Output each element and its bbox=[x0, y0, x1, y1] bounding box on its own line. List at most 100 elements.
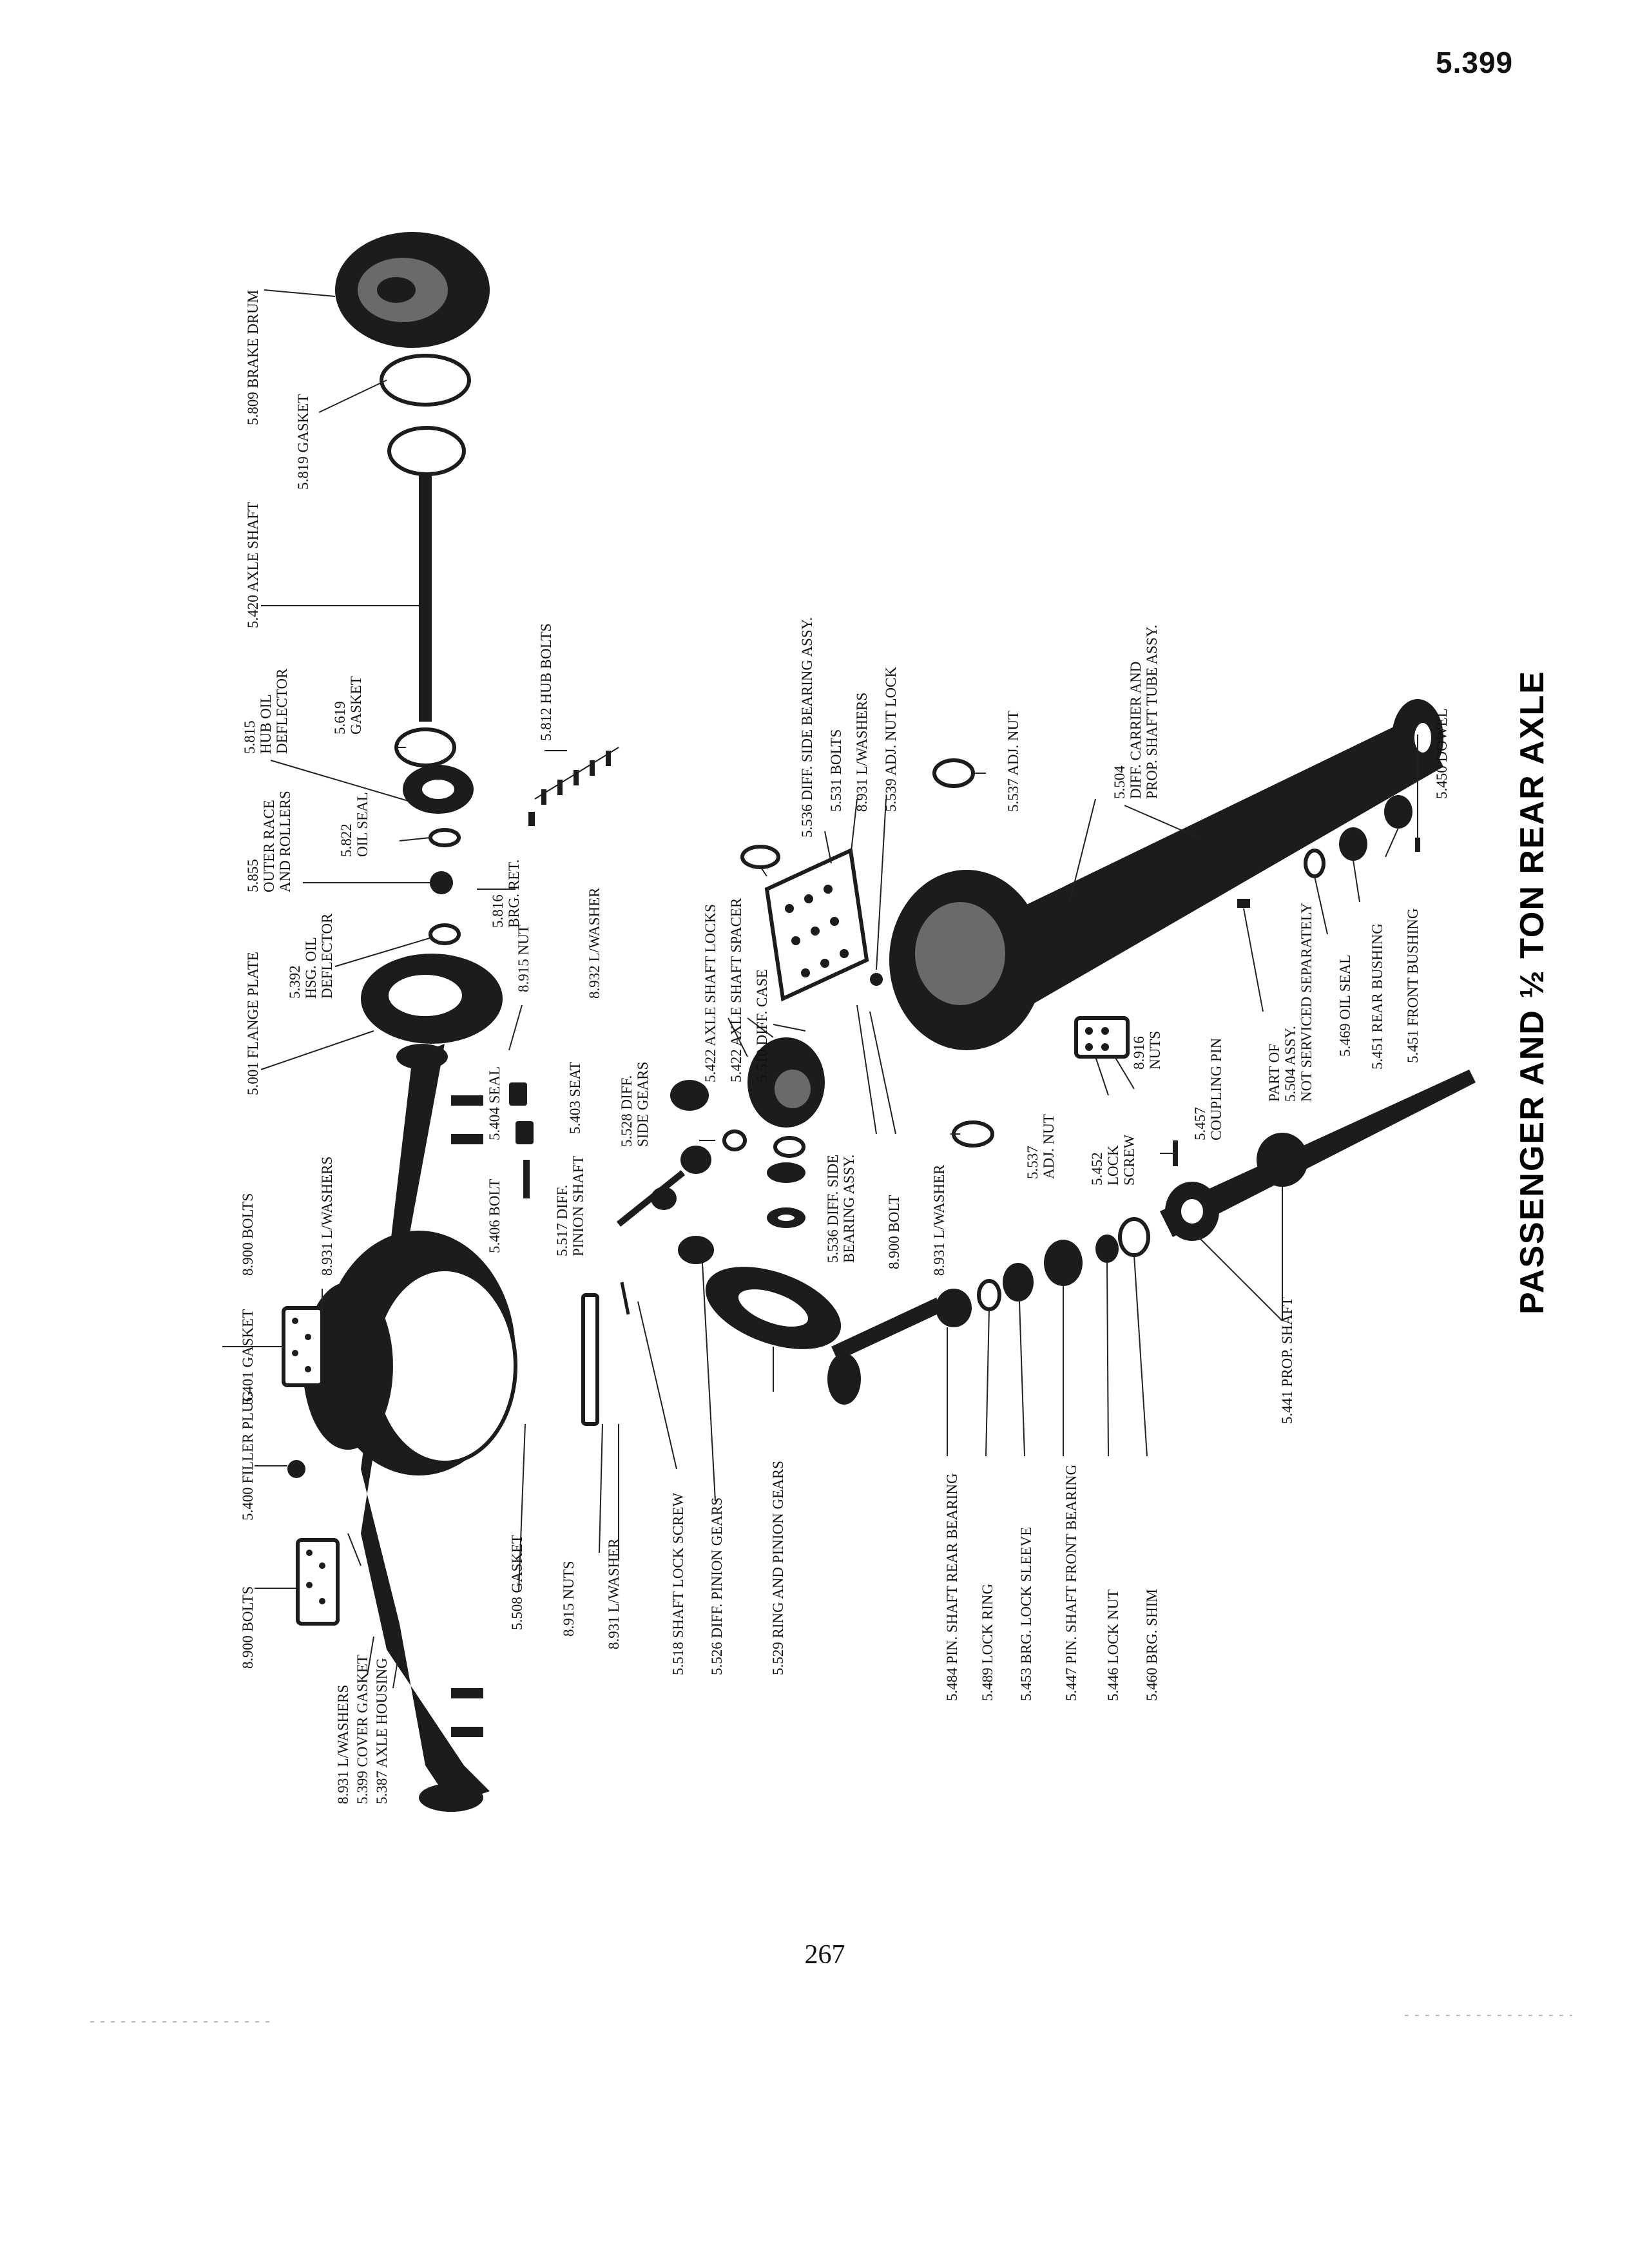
label-5451-rear-bushing: 5.451 REAR BUSHING bbox=[1369, 923, 1385, 1070]
label-5809-brake-drum: 5.809 BRAKE DRUM bbox=[245, 290, 261, 425]
label-5510-diff-case: 5.510 DIFF. CASE bbox=[754, 969, 770, 1082]
front-bushing-part bbox=[1384, 795, 1412, 829]
label-5504-c: PROP. SHAFT TUBE ASSY. bbox=[1144, 625, 1160, 799]
brake-drum-part bbox=[335, 232, 490, 348]
label-5457-a: 5.457 bbox=[1192, 1107, 1208, 1140]
label-8931-lwashers-a: 8.931 L/WASHERS bbox=[319, 1157, 335, 1276]
adj-nut-lock-part bbox=[870, 973, 883, 986]
label-8916-a: 8.916 bbox=[1131, 1036, 1147, 1070]
label-5422-axle-shaft-spacer: 5.422 AXLE SHAFT SPACER bbox=[728, 898, 744, 1082]
part-of-assy-part bbox=[1237, 899, 1250, 908]
label-5457-b: COUPLING PIN bbox=[1208, 1038, 1224, 1140]
label-5815-b: HUB OIL bbox=[258, 694, 274, 754]
label-5392-a: 5.392 bbox=[287, 965, 303, 999]
label-8900-bolt-c: 8.900 BOLT bbox=[886, 1195, 902, 1269]
prop-shaft-part bbox=[1160, 1070, 1476, 1241]
axle-housing-part bbox=[361, 1044, 490, 1812]
seal-seat-part bbox=[509, 1082, 534, 1198]
diff-side-bearing-lower-part bbox=[767, 1162, 805, 1228]
label-5451-front-bushing: 5.451 FRONT BUSHING bbox=[1405, 908, 1421, 1063]
label-5452-a: 5.452 bbox=[1089, 1152, 1105, 1186]
label-5619-b: GASKET bbox=[348, 676, 364, 735]
coupling-pin-part bbox=[1173, 1140, 1178, 1166]
nuts-8915-part bbox=[581, 1293, 599, 1426]
label-5504-b: DIFF. CARRIER AND bbox=[1128, 661, 1144, 799]
lock-ring-part bbox=[977, 1279, 1001, 1311]
oil-seal-5469-part bbox=[1304, 849, 1325, 878]
label-5484-pinion-rear-bearing: 5.484 PIN. SHAFT REAR BEARING bbox=[944, 1473, 960, 1701]
label-5815-c: DEFLECTOR bbox=[274, 668, 290, 754]
adj-nut-upper-part bbox=[932, 758, 975, 788]
label-5420-axle-shaft: 5.420 AXLE SHAFT bbox=[245, 502, 261, 628]
label-5528-b: SIDE GEARS bbox=[635, 1062, 651, 1147]
outer-race-part bbox=[430, 871, 453, 894]
label-5406-bolt: 5.406 BOLT bbox=[487, 1179, 503, 1253]
diff-case-part bbox=[747, 1037, 825, 1158]
gasket-5819-part bbox=[380, 354, 471, 407]
lock-nut-part bbox=[1095, 1235, 1119, 1263]
label-8932-lwasher: 8.932 L/WASHER bbox=[586, 887, 602, 999]
pinion-rear-bearing-part bbox=[936, 1289, 972, 1327]
label-part-of-1: PART OF bbox=[1266, 1044, 1282, 1102]
label-5536-diff-side-bearing: 5.536 DIFF. SIDE BEARING ASSY. bbox=[799, 617, 815, 838]
label-5452-c: SCREW bbox=[1121, 1134, 1137, 1186]
label-5536-a2: BEARING ASSY. bbox=[841, 1155, 857, 1263]
label-5401: 5.401 GASKET bbox=[240, 1309, 256, 1405]
label-5001-flange-plate: 5.001 FLANGE PLATE bbox=[245, 952, 261, 1095]
label-8900-bolts-b: 8.900 BOLTS bbox=[240, 1193, 256, 1276]
hsg-oil-deflector-part bbox=[429, 923, 461, 945]
label-5531-bolts: 5.531 BOLTS bbox=[828, 729, 844, 812]
label-8931-lwashers-b: 8.931 L/WASHERS bbox=[335, 1685, 351, 1804]
label-5452-b: LOCK bbox=[1105, 1145, 1121, 1186]
label-5441-prop-shaft: 5.441 PROP. SHAFT bbox=[1279, 1297, 1295, 1424]
label-5447-pinion-front-bearing: 5.447 PIN. SHAFT FRONT BEARING bbox=[1063, 1465, 1079, 1701]
brg-shim-part bbox=[1118, 1217, 1150, 1257]
label-5537-a: 5.537 bbox=[1025, 1146, 1041, 1179]
page-number-top: 5.399 bbox=[1436, 46, 1514, 79]
oil-seal-part bbox=[429, 828, 461, 847]
label-5504-a: 5.504 bbox=[1112, 765, 1128, 799]
label-5403-seat: 5.403 SEAT bbox=[567, 1062, 583, 1134]
label-5619-a: 5.619 bbox=[332, 701, 348, 735]
bolts-left-part bbox=[296, 1538, 340, 1626]
label-8916-b: NUTS bbox=[1147, 1031, 1163, 1070]
leader-lines bbox=[222, 289, 1418, 1689]
label-5387-axle-housing: 5.387 AXLE HOUSING bbox=[374, 1658, 390, 1804]
label-5460-brg-shim: 5.460 BRG. SHIM bbox=[1144, 1589, 1160, 1701]
page-title: PASSENGER AND ½ TON REAR AXLE bbox=[1514, 670, 1551, 1314]
filler-plug-part bbox=[287, 1460, 305, 1478]
bolts-upper-part bbox=[282, 1306, 324, 1387]
label-5489-lock-ring: 5.489 LOCK RING bbox=[979, 1584, 996, 1701]
label-5392-c: DEFLECTOR bbox=[319, 913, 335, 999]
diff-carrier-part bbox=[889, 699, 1443, 1050]
label-8931-lwasher-c: 8.931 L/WASHER bbox=[606, 1538, 622, 1649]
label-5816-b: BRG. RET. bbox=[506, 860, 522, 928]
label-5816-a: 5.816 bbox=[490, 894, 506, 928]
label-5815-a: 5.815 bbox=[242, 720, 258, 754]
rear-bushing-part bbox=[1339, 827, 1367, 861]
label-5537-b: ADJ. NUT bbox=[1041, 1114, 1057, 1179]
label-5528-a: 5.528 DIFF. bbox=[619, 1075, 635, 1147]
label-5537-adj-nut-upper: 5.537 ADJ. NUT bbox=[1005, 711, 1021, 812]
label-5855-b: OUTER RACE bbox=[261, 800, 277, 892]
label-part-of-2: 5.504 ASSY. bbox=[1282, 1026, 1298, 1102]
label-5526-diff-pinion-gears: 5.526 DIFF. PINION GEARS bbox=[709, 1497, 725, 1675]
label-5400-filler-plug: 5.400 FILLER PLUG bbox=[240, 1391, 256, 1521]
label-5517-a: 5.517 DIFF. bbox=[554, 1185, 570, 1256]
banjo-housing-part bbox=[303, 1231, 517, 1475]
flange-plate-part bbox=[361, 954, 503, 1044]
page-number-bottom: 267 bbox=[804, 1940, 845, 1970]
label-5469-oil-seal: 5.469 OIL SEAL bbox=[1337, 955, 1353, 1057]
label-part-of-3: NOT SERVICED SEPARATELY bbox=[1298, 903, 1315, 1102]
label-5855-a: 5.855 bbox=[245, 859, 261, 892]
label-8915-nuts: 8.915 NUTS bbox=[561, 1561, 577, 1637]
label-5819-gasket: 5.819 GASKET bbox=[295, 394, 311, 490]
diff-side-bearing-upper-part bbox=[740, 845, 780, 869]
label-5529-ring-pinion-gears: 5.529 RING AND PINION GEARS bbox=[770, 1461, 786, 1675]
label-5450-dowel: 5.450 DOWEL bbox=[1434, 708, 1450, 799]
label-5399-cover-gasket: 5.399 COVER GASKET bbox=[354, 1655, 371, 1804]
ring-gear-part bbox=[705, 1267, 842, 1349]
label-5446-lock-nut: 5.446 LOCK NUT bbox=[1105, 1590, 1121, 1701]
label-5422-axle-shaft-locks: 5.422 AXLE SHAFT LOCKS bbox=[702, 904, 718, 1082]
label-5812-hub-bolts: 5.812 HUB BOLTS bbox=[538, 623, 554, 741]
